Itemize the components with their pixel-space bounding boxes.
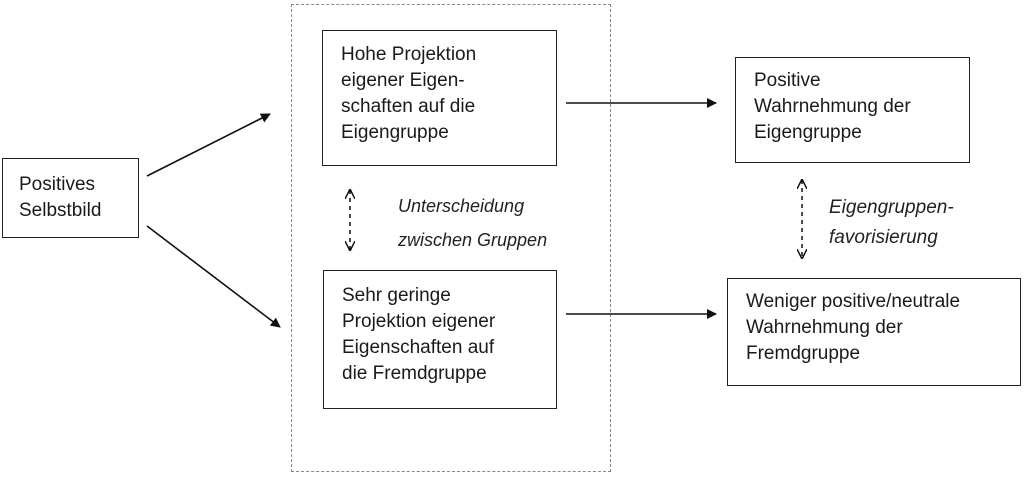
- box-text-line: Positive: [754, 70, 821, 91]
- positive-self-image-box: Positives Selbstbild: [2, 158, 139, 238]
- projection-group-frame: [291, 4, 611, 472]
- box-text-line: eigener Eigen-: [341, 70, 465, 91]
- low-projection-box: Sehr geringe Projektion eigener Eigensch…: [323, 270, 557, 409]
- box-text-line: schaften auf die: [341, 96, 476, 117]
- box-text-line: Hohe Projektion: [341, 44, 477, 65]
- arrow-self-to-low: [146, 225, 281, 328]
- high-projection-box: Hohe Projektion eigener Eigen- schaften …: [322, 30, 557, 166]
- box-text-line: Eigenschaften auf: [342, 337, 495, 358]
- arrow-self-to-high: [146, 113, 271, 177]
- box-text-line: Weniger positive/neutrale: [746, 291, 961, 312]
- box-text-line: Wahrnehmung der: [754, 96, 911, 117]
- favoritism-label: Eigengruppen- favorisierung: [829, 195, 954, 251]
- outgroup-perception-box: Weniger positive/neutrale Wahrnehmung de…: [727, 278, 1021, 386]
- box-text-line: Fremdgruppe: [746, 343, 861, 364]
- label-line: favorisierung: [829, 227, 938, 248]
- label-line: zwischen Gruppen: [398, 230, 548, 250]
- box-text-line: Positives: [19, 174, 96, 195]
- box-text-line: Selbstbild: [19, 200, 102, 221]
- box-text-line: Wahrnehmung der: [746, 317, 903, 338]
- box-text-line: Sehr geringe: [342, 285, 451, 306]
- box-text-line: Eigengruppe: [341, 122, 449, 143]
- label-line: Eigengruppen-: [829, 197, 954, 218]
- box-text-line: die Fremdgruppe: [342, 363, 487, 384]
- positive-ingroup-perception-box: Positive Wahrnehmung der Eigengruppe: [735, 57, 970, 163]
- label-line: Unterscheidung: [398, 196, 525, 216]
- distinction-label: Unterscheidung zwischen Gruppen: [398, 193, 547, 253]
- box-text-line: Projektion eigener: [342, 311, 496, 332]
- box-text-line: Eigengruppe: [754, 122, 862, 143]
